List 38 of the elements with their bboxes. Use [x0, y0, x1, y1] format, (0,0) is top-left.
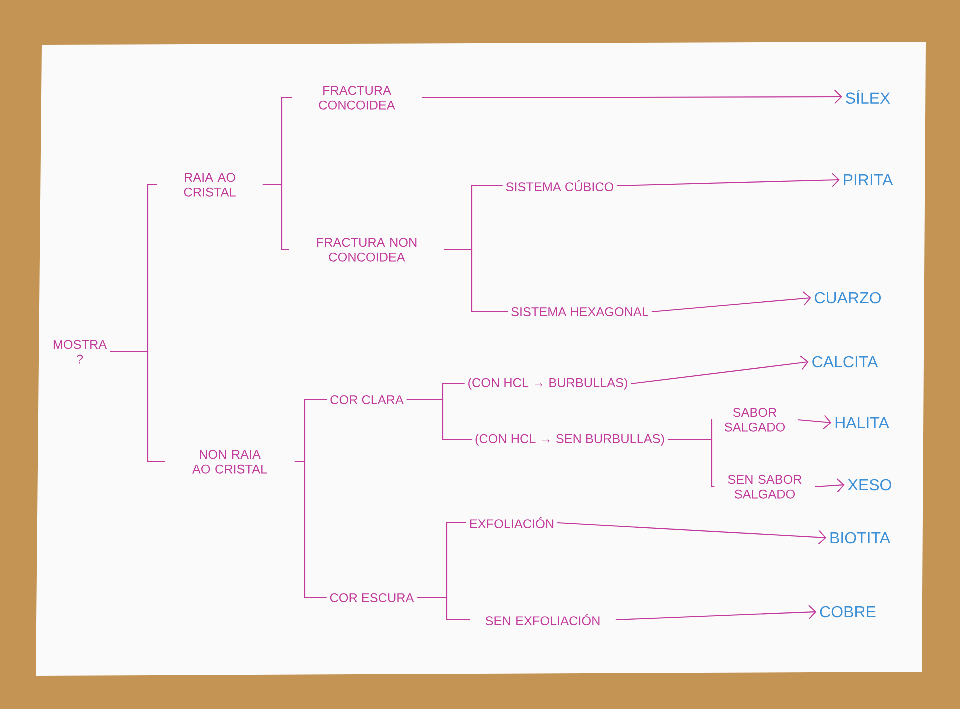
- arrow: [631, 356, 809, 385]
- key-label: SEN SABOR SALGADO: [728, 475, 802, 499]
- bracket-line: [294, 461, 327, 599]
- key-label: COR CLARA: [330, 396, 404, 404]
- bracket-line: [417, 597, 470, 621]
- bracket-line: [110, 351, 166, 463]
- key-label: (CON HCL → SEN BURBULLAS): [476, 434, 664, 446]
- key-label: COR ESCURA: [330, 594, 414, 602]
- key-label: EXFOLIACIÓN: [470, 517, 554, 529]
- key-label: MOSTRA ?: [54, 340, 108, 364]
- key-label: FRACTURA NON CONCOIDEA: [317, 238, 417, 262]
- key-label: SISTEMA HEXAGONAL: [512, 308, 649, 316]
- result-label: CUARZO: [815, 292, 881, 304]
- key-label: SABOR SALGADO: [724, 408, 786, 432]
- result-label: XESO: [848, 479, 892, 491]
- result-label: CALCITA: [812, 356, 878, 368]
- result-label: SÍLEX: [846, 90, 890, 104]
- arrow: [798, 415, 832, 430]
- bracket-line: [668, 439, 715, 488]
- bracket-line: [444, 249, 508, 313]
- result-label: HALITA: [836, 418, 890, 428]
- key-label: (CON HCL → BURBULLAS): [468, 378, 628, 390]
- result-label: PIRITA: [844, 174, 894, 186]
- key-label: SEN EXFOLIACIÓN: [486, 614, 600, 626]
- bracket-line: [262, 184, 290, 251]
- arrow: [558, 522, 827, 545]
- key-label: NON RAIA AO CRISTAL: [192, 450, 268, 474]
- arrow: [617, 173, 840, 188]
- key-label: SISTEMA CÚBICO: [506, 180, 614, 192]
- bracket-line: [406, 399, 472, 441]
- arrow: [616, 605, 817, 621]
- arrow: [815, 478, 845, 492]
- key-label: RAIA AO CRISTAL: [184, 173, 236, 197]
- result-label: COBRE: [820, 606, 876, 618]
- arrow: [422, 90, 842, 104]
- result-label: BIOTITA: [830, 532, 891, 544]
- arrow: [652, 292, 812, 313]
- key-label: FRACTURA CONCOIDEA: [319, 86, 396, 110]
